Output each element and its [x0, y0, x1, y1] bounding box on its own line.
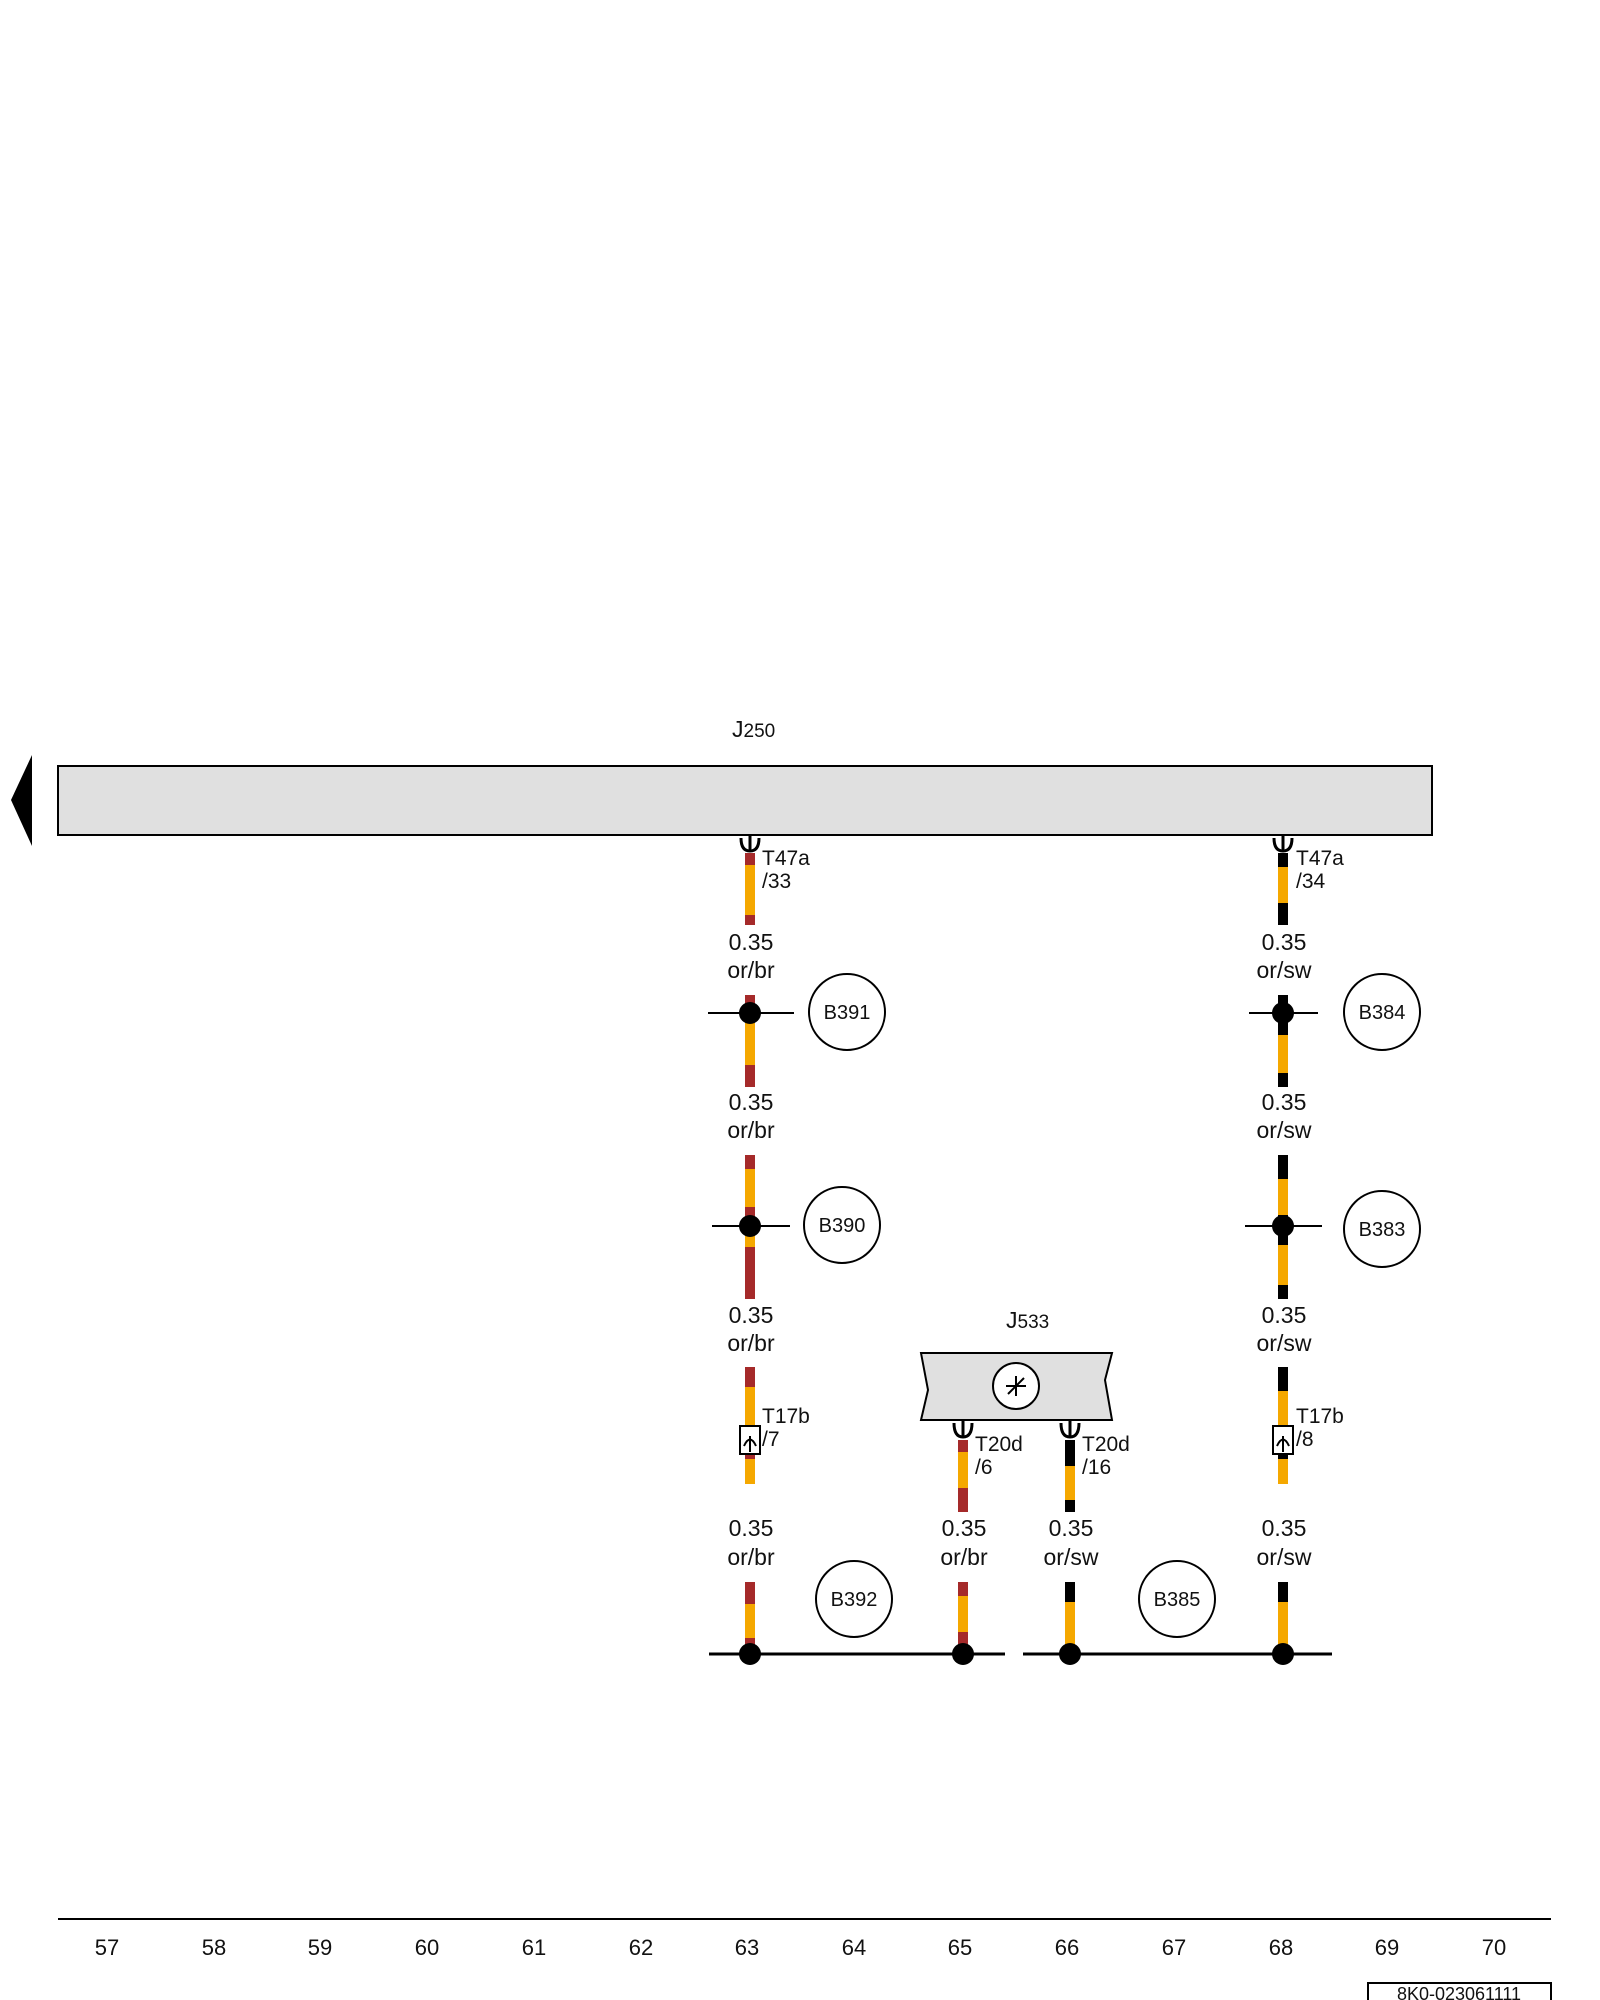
wire-size: 0.35	[942, 1515, 987, 1541]
column-number: 58	[202, 1935, 226, 1960]
bus-right: B385	[1023, 1560, 1332, 1665]
control-unit-j533: J533	[919, 1307, 1114, 1421]
wire-column-63: T47a /33 0.35 or/br B391 0.35 or/br B390…	[708, 836, 886, 1654]
wire-color: or/sw	[1257, 1117, 1312, 1143]
connector-pin-t20d-6: /6	[975, 1456, 993, 1479]
splice-node	[1272, 1643, 1294, 1665]
wire-color: or/br	[727, 957, 775, 983]
column-number: 57	[95, 1935, 119, 1960]
control-unit-j250	[57, 765, 1433, 836]
column-number: 70	[1482, 1935, 1506, 1960]
column-number: 67	[1162, 1935, 1186, 1960]
wire-size: 0.35	[729, 929, 774, 955]
column-number: 68	[1269, 1935, 1293, 1960]
wire-column-66: T20d /16 0.35 or/sw	[1044, 1421, 1130, 1654]
wire-size: 0.35	[729, 1302, 774, 1328]
splice-label: B391	[824, 1002, 871, 1024]
splice-label: B384	[1359, 1002, 1406, 1024]
wire-size: 0.35	[1262, 1302, 1307, 1328]
column-number: 65	[948, 1935, 972, 1960]
wire-color: or/br	[727, 1544, 775, 1570]
wire-color: or/sw	[1257, 1544, 1312, 1570]
wire-color: or/br	[727, 1330, 775, 1356]
column-number: 60	[415, 1935, 439, 1960]
wire-size: 0.35	[1262, 1515, 1307, 1541]
splice-b391	[808, 973, 886, 1051]
splice-label: B385	[1154, 1589, 1201, 1611]
splice-node	[1272, 1215, 1294, 1237]
wire-size: 0.35	[1262, 1089, 1307, 1115]
splice-node	[1272, 1002, 1294, 1024]
component-label-j533: J533	[1006, 1307, 1049, 1333]
splice-b392	[815, 1560, 893, 1638]
wire-size: 0.35	[1262, 929, 1307, 955]
splice-b383	[1343, 1190, 1421, 1268]
splice-label: B383	[1359, 1219, 1406, 1241]
continuation-arrow-icon	[11, 755, 32, 846]
connector-name-t47a-33: T47a	[762, 847, 810, 870]
connector-pin-t20d-16: /16	[1082, 1456, 1111, 1479]
connector-pin-t47a-33: /33	[762, 870, 791, 893]
wire-column-68: T47a /34 0.35 or/sw B384 0.35 or/sw B383…	[1245, 836, 1421, 1654]
wire-color: or/br	[940, 1544, 988, 1570]
column-number: 62	[629, 1935, 653, 1960]
splice-label: B392	[831, 1589, 878, 1611]
connector-pin-t17b-8: /8	[1296, 1428, 1314, 1451]
wire-color: or/sw	[1044, 1544, 1099, 1570]
wire-size: 0.35	[729, 1515, 774, 1541]
splice-node	[952, 1643, 974, 1665]
splice-node	[739, 1002, 761, 1024]
connector-name-t17b-8: T17b	[1296, 1405, 1344, 1428]
column-number: 61	[522, 1935, 546, 1960]
splice-b385	[1138, 1560, 1216, 1638]
column-number: 66	[1055, 1935, 1079, 1960]
connector-name-t20d-6: T20d	[975, 1433, 1023, 1456]
wire-color: or/br	[727, 1117, 775, 1143]
column-number: 63	[735, 1935, 759, 1960]
connector-name-t47a-34: T47a	[1296, 847, 1344, 870]
column-number: 69	[1375, 1935, 1399, 1960]
connector-pin-t17b-7: /7	[762, 1428, 780, 1451]
connector-name-t17b-7: T17b	[762, 1405, 810, 1428]
wire-size: 0.35	[729, 1089, 774, 1115]
wire-size: 0.35	[1049, 1515, 1094, 1541]
column-number-row: 57 58 59 60 61 62 63 64 65 66 67 68 69 7…	[95, 1935, 1506, 1960]
wire-color: or/sw	[1257, 957, 1312, 983]
connector-pin-t47a-34: /34	[1296, 870, 1326, 893]
wire-color: or/sw	[1257, 1330, 1312, 1356]
splice-node	[739, 1215, 761, 1237]
splice-b384	[1343, 973, 1421, 1051]
connector-name-t20d-16: T20d	[1082, 1433, 1130, 1456]
column-number: 64	[842, 1935, 866, 1960]
splice-node	[739, 1643, 761, 1665]
splice-b390	[803, 1186, 881, 1264]
wire-column-65: T20d /6 0.35 or/br	[940, 1421, 1023, 1654]
reference-number: 8K0-023061111	[1397, 1984, 1521, 2000]
column-number: 59	[308, 1935, 332, 1960]
splice-label: B390	[819, 1215, 866, 1237]
splice-node	[1059, 1643, 1081, 1665]
bus-left: B392	[709, 1560, 1005, 1665]
reference-box	[1367, 1982, 1552, 2000]
component-label-j250: J250	[732, 716, 775, 742]
